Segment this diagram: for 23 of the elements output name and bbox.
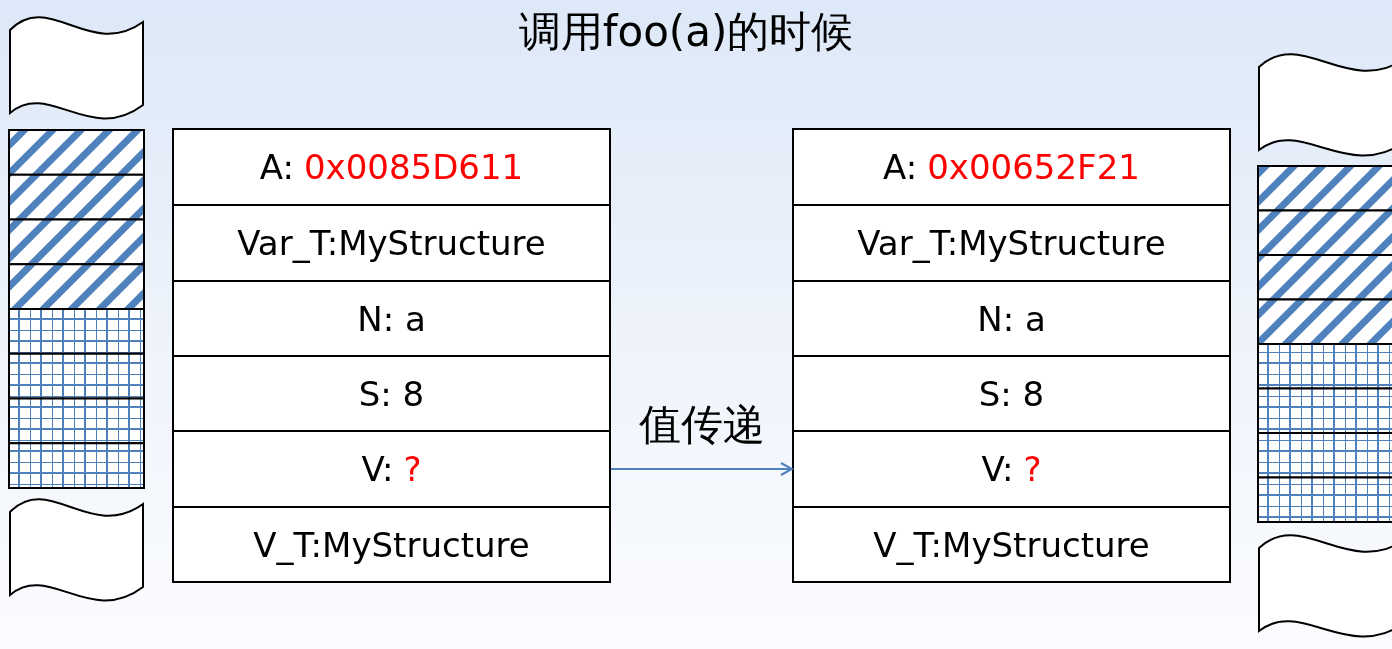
field-value: ? bbox=[1023, 449, 1042, 489]
title: 调用foo(a)的时候 bbox=[518, 6, 854, 58]
memory-cell: N: a bbox=[172, 280, 611, 357]
field-value: ? bbox=[403, 449, 422, 489]
memory-cell: S: 8 bbox=[792, 355, 1231, 432]
memory-cell: Var_T:MyStructure bbox=[792, 204, 1231, 282]
memory-cell bbox=[172, 128, 611, 206]
memory-cell: V_T:MyStructure bbox=[792, 506, 1231, 583]
memory-cell: Var_T:MyStructure bbox=[172, 204, 611, 282]
memory-cell: S: 8 bbox=[172, 355, 611, 432]
arrow bbox=[610, 462, 793, 476]
edge-label: 值传递 bbox=[638, 399, 765, 451]
field-name: V: bbox=[361, 449, 394, 489]
memory-cell: V_T:MyStructure bbox=[172, 506, 611, 583]
memory-cell bbox=[792, 128, 1231, 206]
field-value: 0x00652F21 bbox=[927, 147, 1140, 187]
field-name: V: bbox=[981, 449, 1014, 489]
memory-cell bbox=[792, 430, 1231, 508]
memory-cell bbox=[172, 430, 611, 508]
field-name: A: bbox=[883, 147, 918, 187]
memory-cell: N: a bbox=[792, 280, 1231, 357]
field-value: 0x0085D611 bbox=[303, 147, 524, 187]
field-name: A: bbox=[259, 147, 294, 187]
